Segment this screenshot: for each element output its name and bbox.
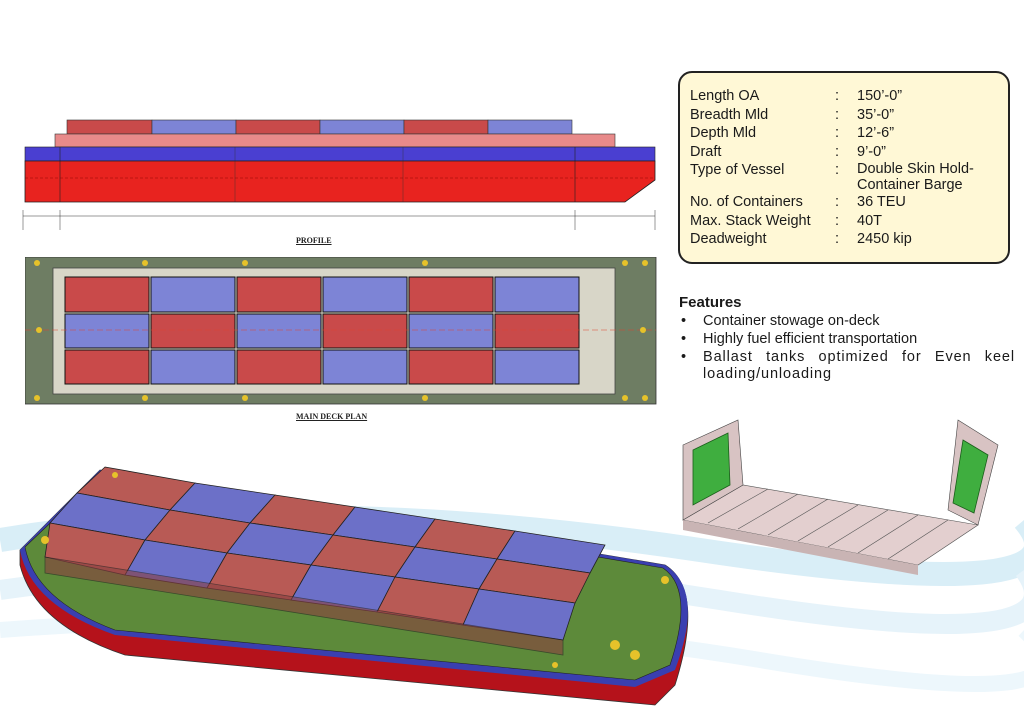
spec-separator: : <box>835 106 840 123</box>
spec-row-deadweight: Deadweight : 2450 kip <box>690 230 998 249</box>
spec-separator: : <box>835 212 840 229</box>
spec-value: 36 TEU <box>857 194 906 210</box>
spec-row-depth-mld: Depth Mld : 12’-6” <box>690 124 998 143</box>
spec-label: Draft <box>690 143 722 160</box>
profile-label: PROFILE <box>296 236 332 245</box>
features-heading: Features <box>679 294 742 311</box>
specification-box: Length OA : 150’-0” Breadth Mld : 35’-0”… <box>678 71 1010 264</box>
spec-label: Breadth Mld <box>690 106 769 123</box>
spec-value: 40T <box>857 212 882 229</box>
barge-3d-containers <box>44 466 606 656</box>
spec-value: 2450 kip <box>857 231 912 247</box>
spec-label: Deadweight <box>690 231 767 247</box>
spec-value: 35’-0” <box>857 106 895 123</box>
spec-value: Double Skin Hold- Container Barge <box>857 161 974 193</box>
spec-row-length-oa: Length OA : 150’-0” <box>690 87 998 106</box>
feature-item: Highly fuel efficient transportation <box>679 331 1015 348</box>
hold-cross-section-illustration <box>682 419 999 575</box>
spec-label: Length OA <box>690 88 760 104</box>
spec-separator: : <box>835 194 840 210</box>
spec-separator: : <box>835 143 840 160</box>
profile-containers <box>66 119 573 135</box>
spec-value: 150’-0” <box>857 88 903 104</box>
spec-row-max-stack-weight: Max. Stack Weight : 40T <box>690 212 998 231</box>
features-section: Features Container stowage on-deck Highl… <box>679 294 1015 384</box>
profile-drawing <box>22 119 656 230</box>
spec-separator: : <box>835 88 840 104</box>
spec-label: Type of Vessel <box>690 162 785 178</box>
spec-separator: : <box>835 162 840 178</box>
features-list: Container stowage on-deck Highly fuel ef… <box>679 313 1015 383</box>
spec-row-type-of-vessel: Type of Vessel : Double Skin Hold- Conta… <box>690 161 998 193</box>
spec-row-breadth-mld: Breadth Mld : 35’-0” <box>690 106 998 125</box>
spec-separator: : <box>835 125 840 141</box>
spec-label: Depth Mld <box>690 125 757 141</box>
feature-item: Container stowage on-deck <box>679 313 1015 330</box>
main-deck-plan-drawing <box>25 257 657 405</box>
spec-separator: : <box>835 231 840 247</box>
spec-value: 12’-6” <box>857 125 895 141</box>
deck-plan-containers <box>64 276 580 385</box>
spec-value: 9’-0” <box>857 143 887 160</box>
feature-item: Ballast tanks optimized for Even keel lo… <box>679 349 1015 383</box>
spec-row-no-of-containers: No. of Containers : 36 TEU <box>690 193 998 212</box>
spec-row-draft: Draft : 9’-0” <box>690 143 998 162</box>
spec-label: Max. Stack Weight <box>690 212 811 229</box>
main-deck-plan-label: MAIN DECK PLAN <box>296 412 368 421</box>
barge-3d-illustration <box>19 466 689 706</box>
spec-label: No. of Containers <box>690 194 803 210</box>
